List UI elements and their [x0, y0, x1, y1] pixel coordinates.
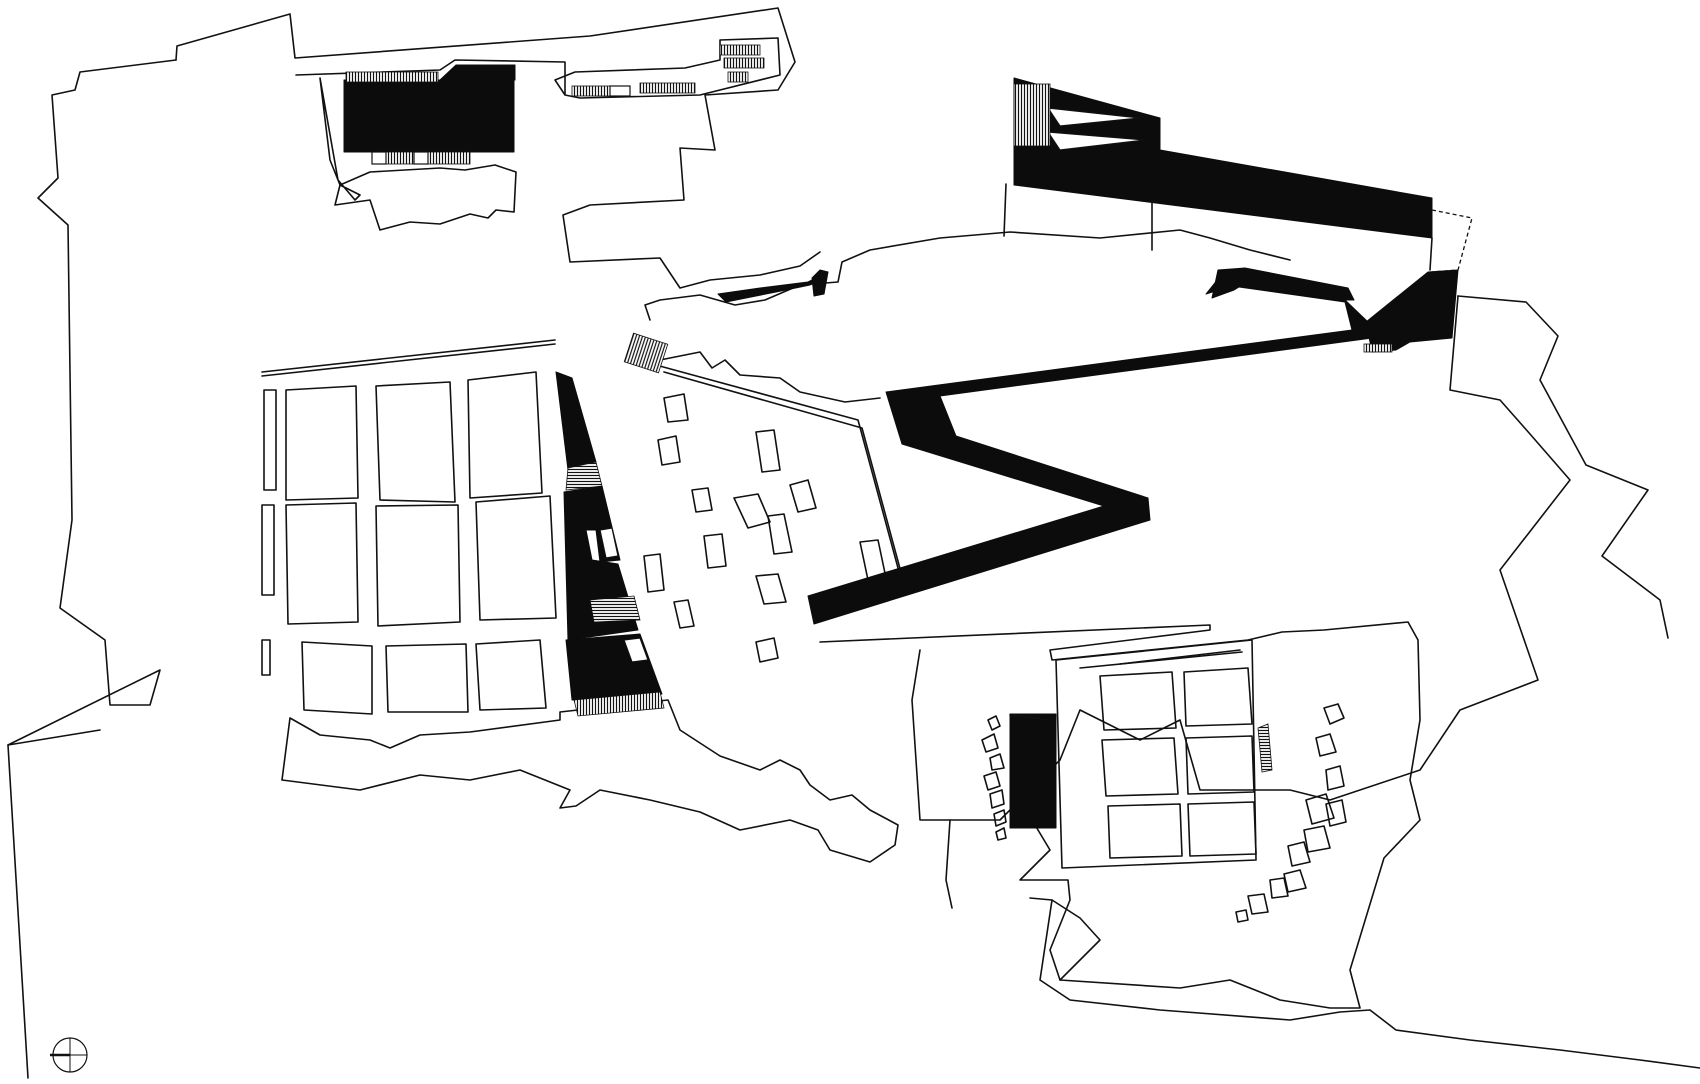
east-stair-upper [1013, 83, 1051, 147]
north-building [295, 37, 781, 231]
central-stair [623, 332, 669, 374]
southeast-garden [819, 621, 1421, 1009]
southeast-building-mass [1009, 713, 1057, 829]
central-terrain [623, 229, 1291, 577]
southern-coastline [945, 819, 1700, 1069]
triangular-building [555, 371, 665, 717]
zigzag-ramp [807, 267, 1373, 625]
central-plaza-blocks [643, 393, 887, 663]
site-boundary-west [7, 7, 821, 1079]
north-arrow-icon [50, 1037, 88, 1073]
east-long-building [911, 77, 1669, 821]
west-garden-grid [261, 339, 899, 863]
boulder-scatter [981, 703, 1347, 923]
north-building-mass [343, 79, 515, 153]
north-stair-top [345, 71, 439, 83]
